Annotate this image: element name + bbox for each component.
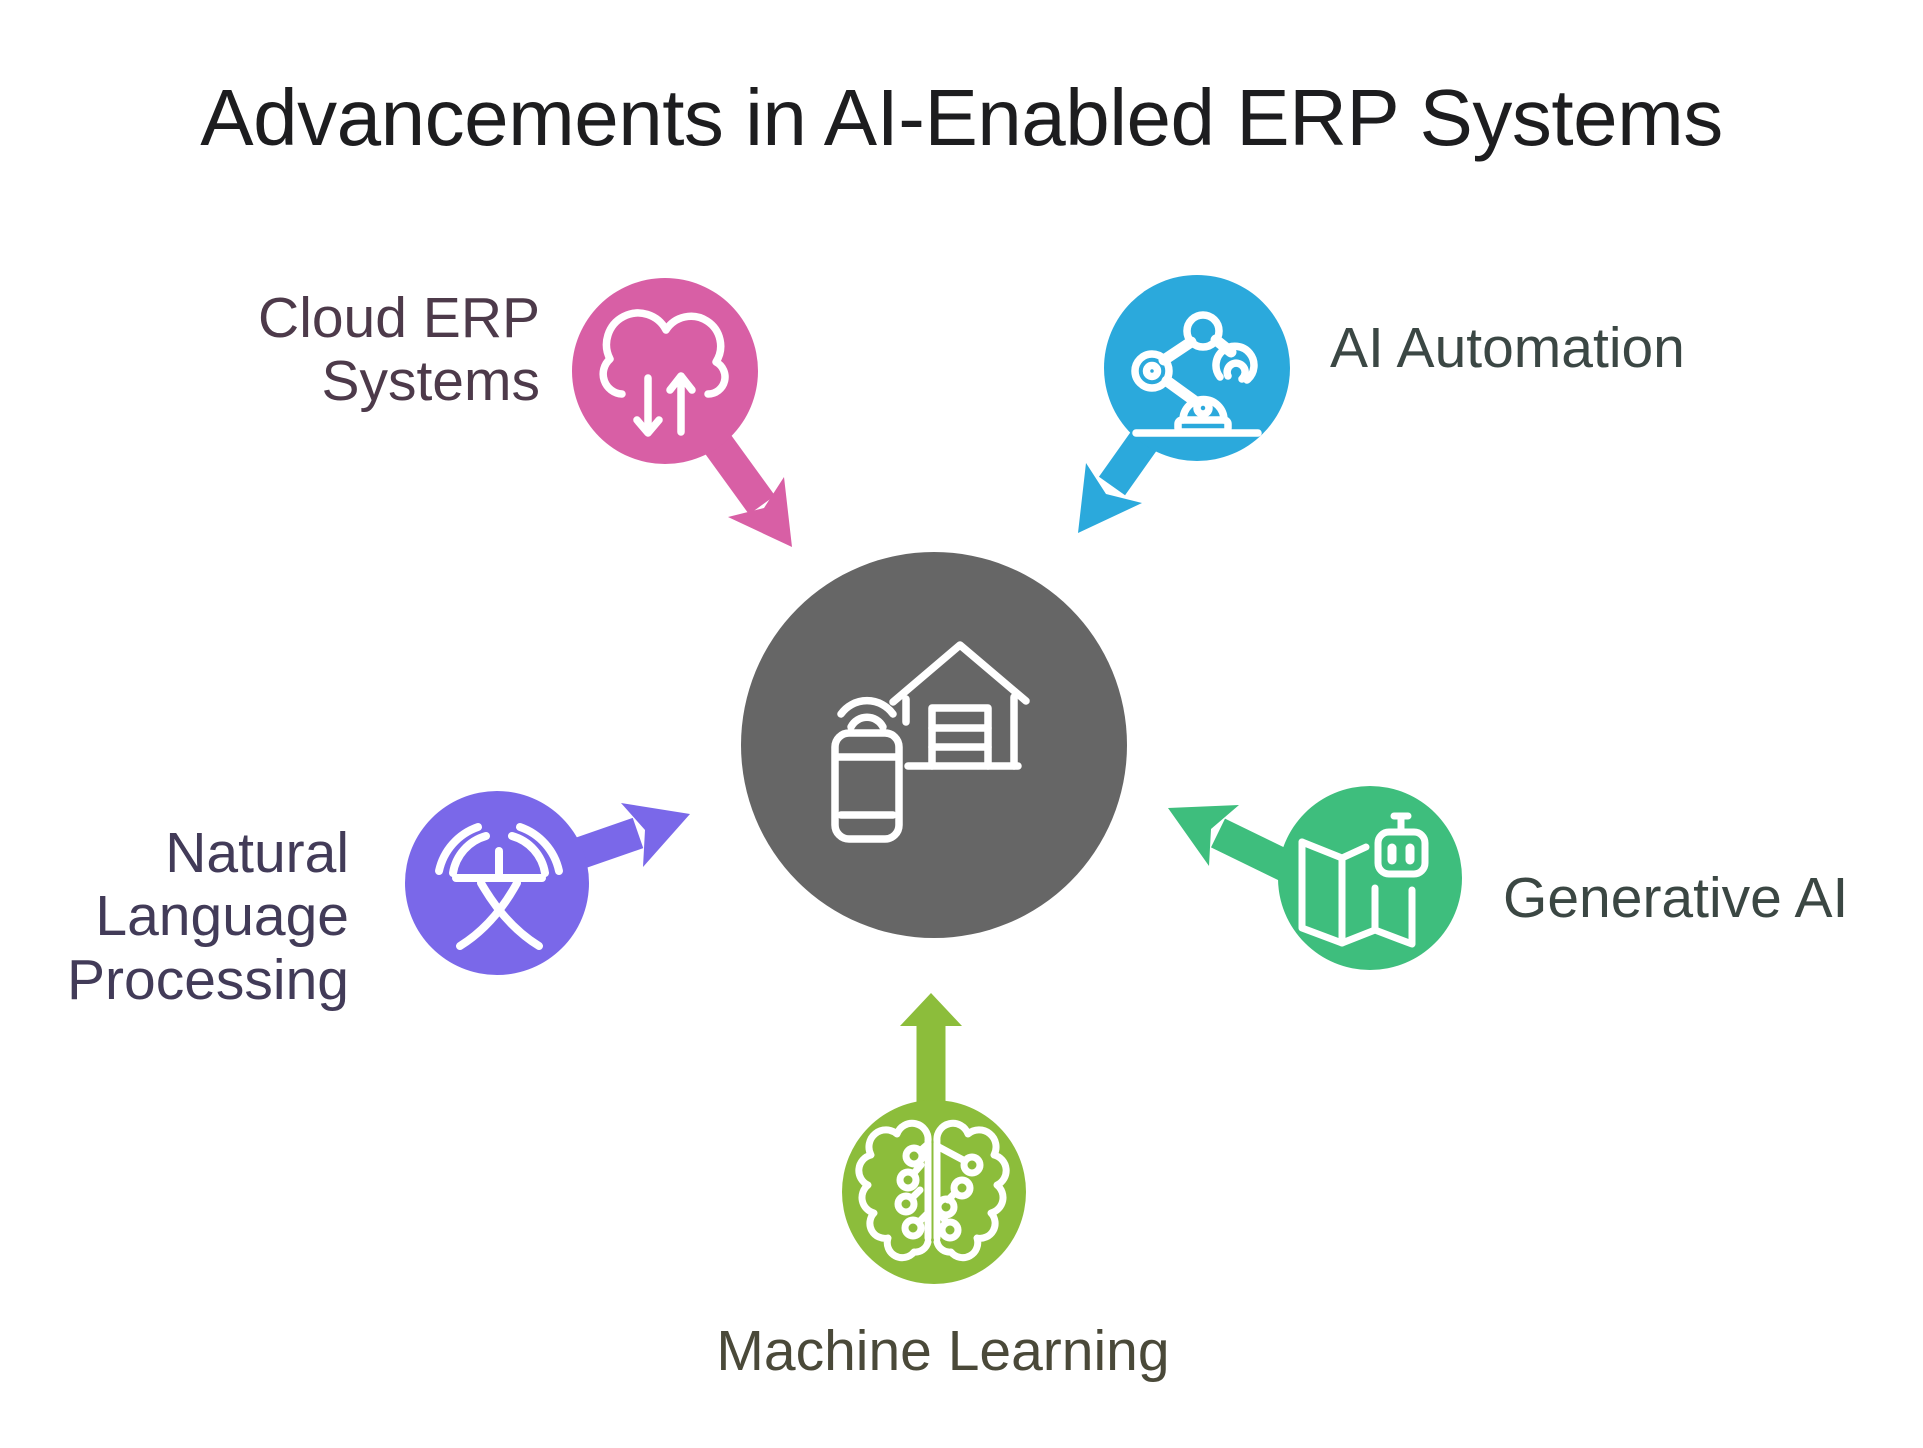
node-generative-ai [1168, 786, 1462, 970]
ai-automation-arrow-head [1078, 463, 1142, 533]
smartphone-warehouse-icon [831, 641, 1030, 843]
nlp-circle [405, 791, 589, 975]
label-machine-learning: Machine Learning [716, 1319, 1170, 1383]
ai-automation-arrow-stem [1098, 428, 1160, 496]
center-node [741, 552, 1127, 938]
nlp-arrow-head [621, 803, 690, 867]
label-cloud-erp-systems: Cloud ERP Systems [258, 286, 540, 414]
robot-arm-icon [1131, 311, 1262, 437]
cloud-erp-arrow-stem [699, 426, 775, 515]
page-title: Advancements in AI-Enabled ERP Systems [200, 73, 1723, 162]
label-ai-automation: AI Automation [1330, 316, 1685, 380]
machine-learning-arrow-head [900, 993, 962, 1026]
generative-ai-arrow-head [1168, 805, 1239, 866]
node-machine-learning [842, 993, 1026, 1284]
cloud-erp-arrow-head [728, 477, 792, 547]
map-robot-icon [1298, 812, 1429, 948]
cloud-sync-icon [599, 309, 729, 437]
node-cloud-erp [572, 278, 792, 547]
generative-ai-circle [1278, 786, 1462, 970]
circuit-brain-icon [855, 1119, 1010, 1262]
node-ai-automation [1078, 275, 1290, 533]
ai-automation-circle [1104, 275, 1290, 461]
label-natural-language-processing: Natural Language Processing [67, 821, 349, 1012]
language-translation-icon [435, 823, 563, 950]
node-nlp [405, 791, 690, 975]
label-generative-ai: Generative AI [1503, 866, 1849, 930]
